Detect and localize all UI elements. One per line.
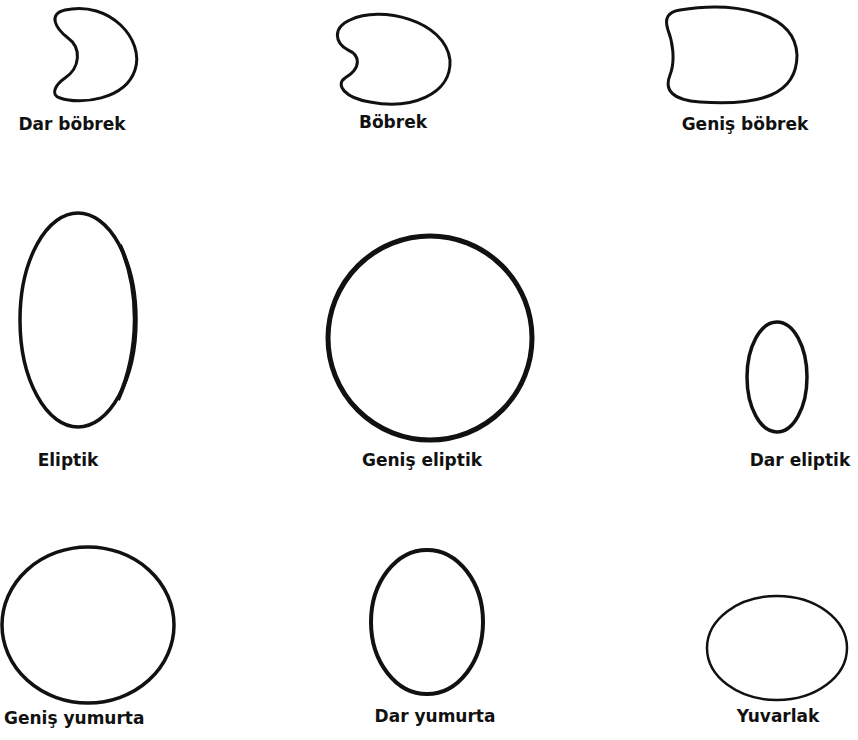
shape-label: Dar yumurta <box>375 706 496 726</box>
narrow-elliptic-shape <box>747 322 807 432</box>
wide-elliptic-shape <box>328 236 532 440</box>
shape-label: Dar eliptik <box>750 450 851 470</box>
shape-label: Geniş eliptik <box>362 450 482 470</box>
wide-egg-shape <box>2 547 174 703</box>
round-shape <box>707 596 847 700</box>
shape-label: Dar böbrek <box>18 114 125 134</box>
shape-label: Yuvarlak <box>737 706 820 726</box>
shape-label: Geniş yumurta <box>4 708 144 728</box>
narrow-kidney-shape <box>55 8 137 100</box>
wide-kidney-shape <box>667 7 798 103</box>
elliptic-shape <box>20 213 136 427</box>
elliptic-shadow <box>118 245 135 400</box>
shape-label: Böbrek <box>359 112 427 132</box>
shape-label: Eliptik <box>38 450 99 470</box>
narrow-egg-shape <box>371 550 483 694</box>
shape-label: Geniş böbrek <box>682 114 809 134</box>
kidney-shape <box>337 14 450 104</box>
